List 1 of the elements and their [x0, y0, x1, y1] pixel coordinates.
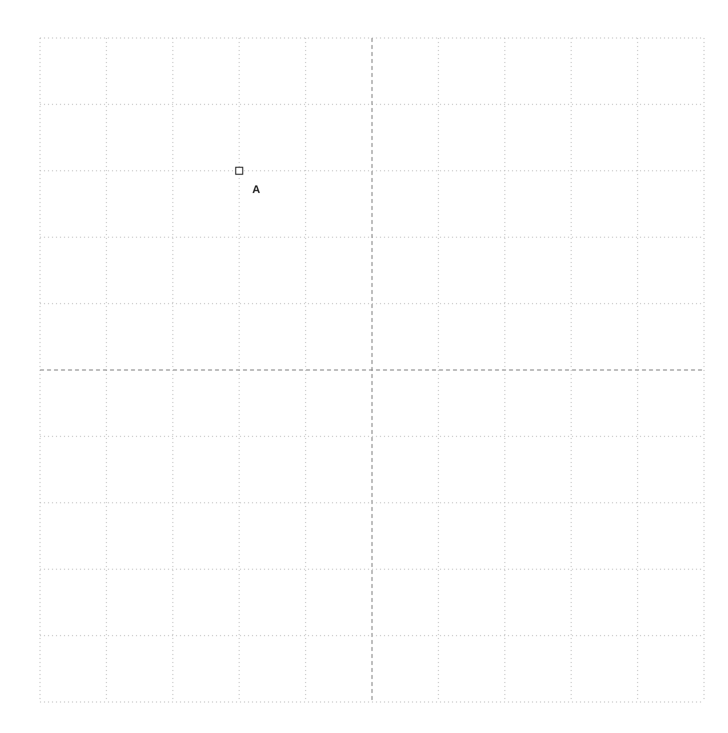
- point-label: A: [252, 184, 260, 196]
